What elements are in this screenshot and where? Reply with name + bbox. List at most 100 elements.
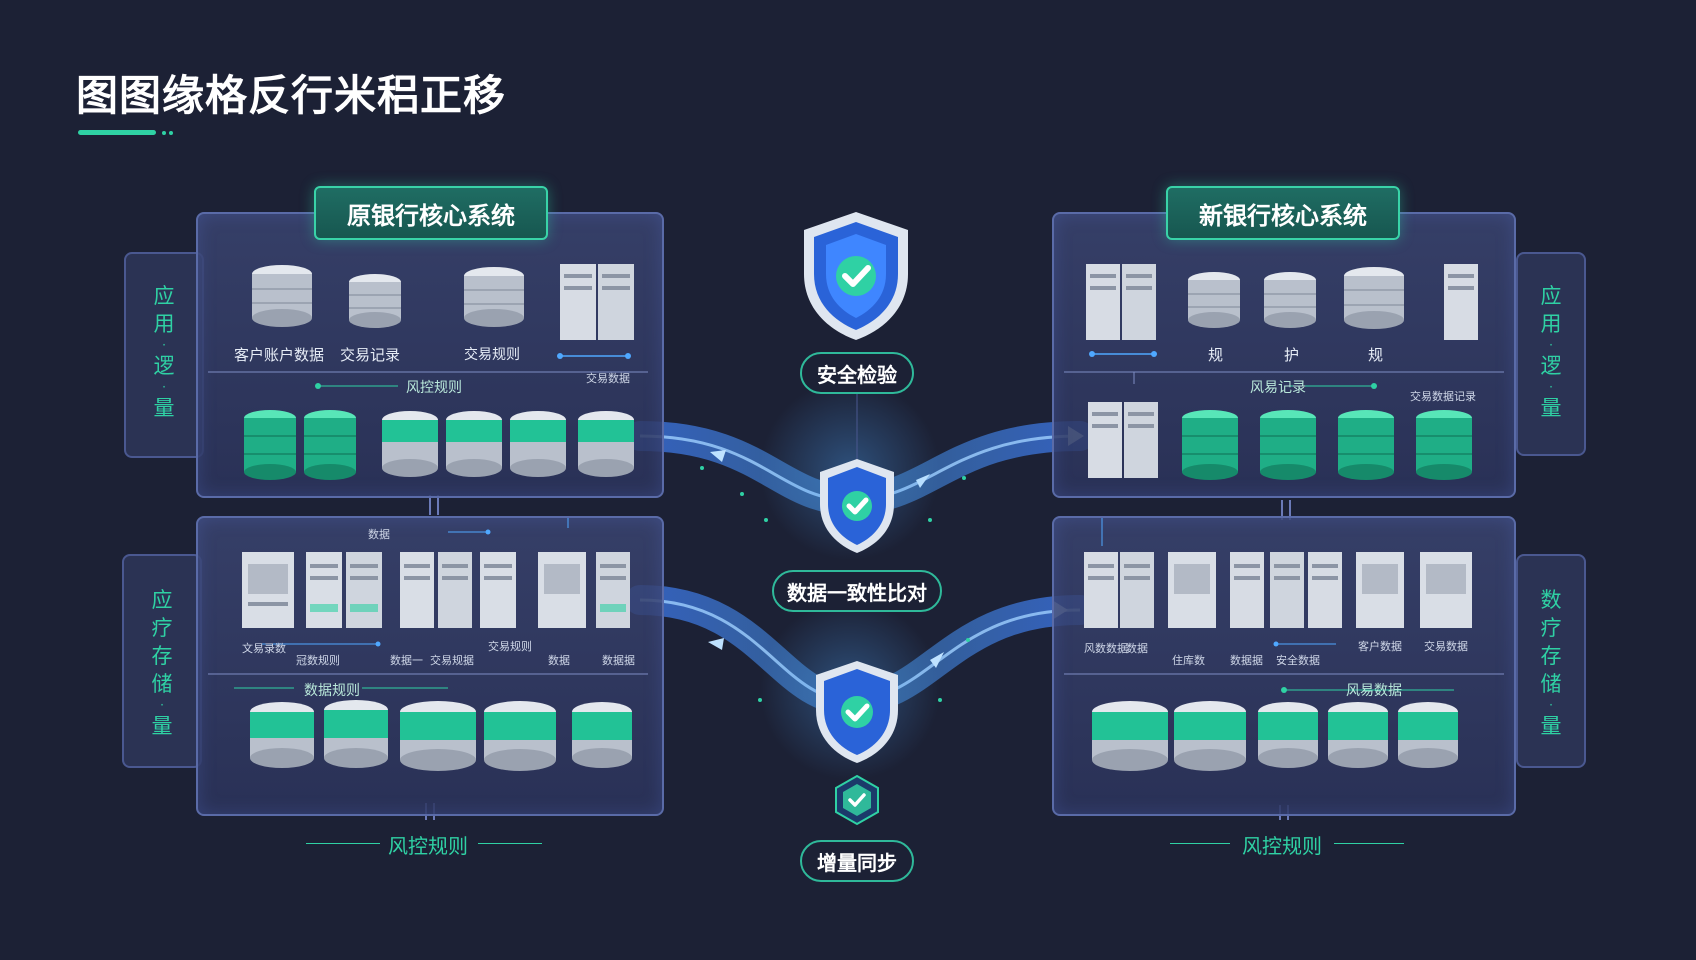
server-icon [1088,402,1158,478]
side-label: 存 [151,644,173,668]
side-label: 量 [1540,714,1562,738]
hybrid-database-icon [1328,702,1388,768]
page-title: 图图缘格反行米稆正移 [76,71,507,120]
server-icon [596,552,630,628]
green-database-icon [304,410,356,480]
old-bottom-label: 数据据 [602,654,635,667]
server-icon [1086,264,1156,340]
database-icon [1188,272,1240,328]
footer-line [478,843,542,844]
side-label: 应 [153,284,175,308]
old-bottom-label: 交易规则 [488,640,532,653]
new-side-panel-top: 应 用 · 逻 · 量 [1516,252,1586,456]
side-label: 数 [1540,588,1562,612]
old-bottom-label: 交易规据 [430,654,474,667]
side-label: 疗 [151,616,173,640]
hybrid-database-icon [484,701,556,771]
hybrid-database-icon [250,702,314,768]
database-icon [1344,267,1404,329]
shield-check-icon [820,459,894,553]
side-label: · [162,338,166,352]
new-bottom-label: 风数数据 [1084,642,1128,655]
hybrid-database-icon [382,411,438,477]
side-label: 存 [1540,644,1562,668]
new-top-label: 规 [1368,346,1384,364]
hybrid-database-icon [1258,702,1318,768]
title-dot [162,131,166,135]
side-label: 应 [151,588,173,612]
old-system-title: 原银行核心系统 [314,186,548,240]
footer-line [1334,843,1404,844]
new-top-sub-left: 风易记录 [1250,380,1306,396]
server-icon [480,552,516,628]
side-label: 逻 [1540,354,1562,378]
old-top-sub-left: 风控规则 [406,380,462,396]
hybrid-database-icon [324,700,388,768]
hybrid-database-icon [1174,701,1246,771]
old-top-label: 客户账户数据 [234,346,325,364]
database-icon [464,267,524,327]
old-footer-label: 风控规则 [388,834,468,858]
side-label: · [160,698,164,712]
new-top-sub-right: 交易数据记录 [1410,390,1476,403]
side-label: 量 [151,714,173,738]
footer-line [1170,843,1230,844]
server-icon [1444,264,1478,340]
old-top-sub-right: 交易数据 [586,372,630,385]
green-database-icon [244,410,296,480]
hybrid-database-icon [578,411,634,477]
incremental-sync-label: 增量同步 [800,840,914,882]
old-side-panel-top: 应 用 · 逻 · 量 [124,252,204,458]
new-footer-label: 风控规则 [1242,834,1322,858]
footer-line [306,843,380,844]
server-icon [560,264,634,340]
server-icon [538,552,586,628]
old-side-panel-bottom: 应 疗 存 储 · 量 [122,554,202,768]
new-top-label: 规 [1208,346,1224,364]
title-dot [169,131,173,135]
old-bottom-label: 文易录数 [242,642,286,655]
server-icon [1270,552,1342,628]
side-label: 用 [1540,312,1562,336]
old-bottom-tag: 数据规则 [304,683,360,699]
green-database-icon [1182,410,1238,480]
database-icon [252,265,312,327]
new-system-title: 新银行核心系统 [1166,186,1400,240]
security-check-label: 安全检验 [800,352,914,394]
side-label: 量 [153,396,175,420]
new-bottom-label: 数据 [1126,642,1148,655]
old-bottom-label: 数据 [548,654,570,667]
shield-check-icon [816,661,898,763]
flow-arrow-icon [710,450,726,462]
new-bottom-tag: 风易数据 [1346,683,1402,699]
side-label: 量 [1540,396,1562,420]
side-label: 储 [151,672,173,696]
side-label: · [162,380,166,394]
side-label: 用 [153,312,175,336]
new-bottom-label: 住库数 [1172,654,1205,667]
side-label: · [1549,380,1553,394]
old-system-top-panel: 客户账户数据 交易记录 交易规则 风控规则 交易数据 [196,212,664,498]
old-bottom-small-top: 数据 [368,528,390,541]
side-label: 疗 [1540,616,1562,640]
side-label: 应 [1540,284,1562,308]
new-bottom-label: 数据据 [1230,654,1263,667]
server-icon [1420,552,1472,628]
flow-arrow-icon [708,638,724,650]
title-underline [78,130,156,135]
new-side-panel-bottom: 数 疗 存 储 · 量 [1516,554,1586,768]
server-icon [1084,552,1154,628]
hybrid-database-icon [400,701,476,771]
hexagon-check-icon [835,774,879,826]
hybrid-database-icon [572,702,632,768]
side-label: 储 [1540,672,1562,696]
shield-check-icon [804,212,908,340]
database-icon [1264,272,1316,328]
server-icon [242,552,294,628]
old-bottom-label: 数据一 [390,654,423,667]
new-bottom-label: 客户数据 [1358,640,1402,653]
old-bottom-label: 冠数规则 [296,654,340,667]
server-icon [346,552,382,628]
server-icon [1356,552,1404,628]
old-top-label: 交易规则 [464,347,520,363]
